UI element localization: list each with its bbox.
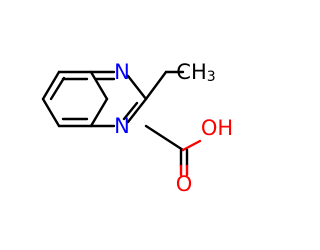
bond xyxy=(126,74,148,101)
structure-canvas: N N CH3 OH O xyxy=(41,60,233,196)
double-bond-inner xyxy=(49,76,66,101)
bond xyxy=(144,124,185,152)
bond-to-oh xyxy=(181,139,202,152)
methyl-subscript: 3 xyxy=(207,69,216,85)
structure-diagram: N N CH3 OH O xyxy=(41,60,233,196)
carboxyl-group xyxy=(144,124,202,177)
methyl-ch-text: CH xyxy=(176,60,206,84)
methyl-label: CH3 xyxy=(176,60,215,85)
hydroxyl-oxygen: OH xyxy=(201,116,233,140)
benzene-ring xyxy=(41,70,109,128)
pyrazine-ring xyxy=(89,70,148,128)
double-bond-inner xyxy=(122,101,139,121)
bond xyxy=(41,70,61,101)
nitrogen-atom-bottom: N xyxy=(114,114,130,138)
bond xyxy=(41,97,61,128)
methyl-bond xyxy=(144,70,168,101)
bond xyxy=(89,70,109,101)
nitrogen-atom-top: N xyxy=(114,60,130,84)
bond xyxy=(126,97,148,124)
carbonyl-oxygen: O xyxy=(176,172,193,196)
atom-labels: N N CH3 OH O xyxy=(114,60,233,196)
bond xyxy=(89,97,109,128)
